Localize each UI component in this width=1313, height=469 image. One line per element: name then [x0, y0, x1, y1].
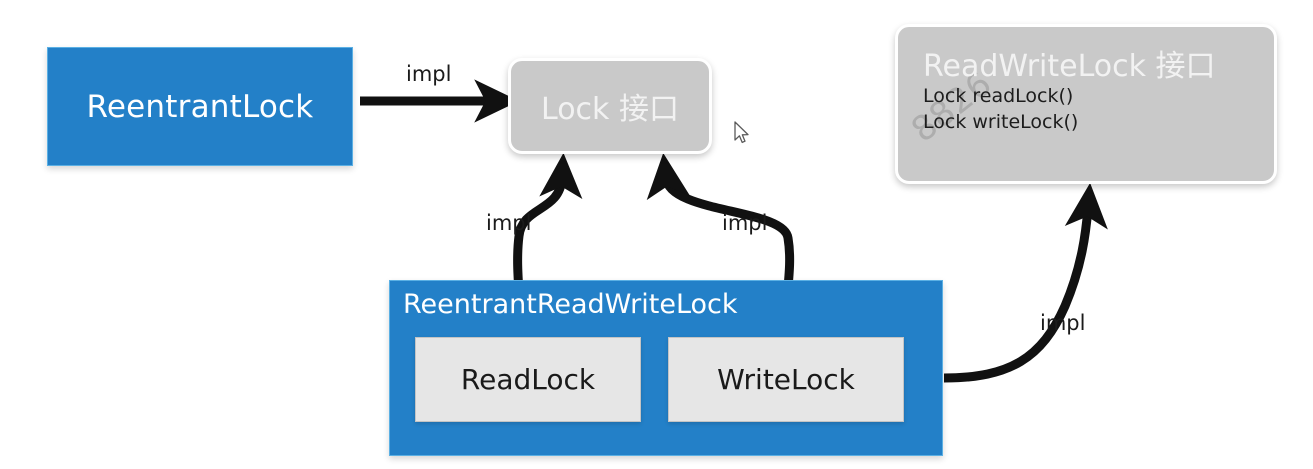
edge-rrwlock-to-rwlock	[943, 182, 1108, 383]
node-lock-interface[interactable]: Lock 接口	[508, 58, 712, 154]
node-read-lock-label: ReadLock	[460, 363, 596, 396]
mouse-pointer-icon	[734, 121, 749, 144]
node-reentrant-lock[interactable]: ReentrantLock	[47, 47, 353, 166]
method-read-lock: Lock readLock()	[923, 84, 1074, 107]
node-read-write-lock-interface-title: ReadWriteLock 接口	[923, 49, 1216, 84]
edge-label-writelock-to-lock: impl	[722, 211, 768, 235]
node-write-lock[interactable]: WriteLock	[668, 337, 904, 422]
edge-label-readlock-to-lock: impl	[486, 211, 532, 235]
node-lock-interface-label: Lock 接口	[541, 92, 679, 127]
method-write-lock: Lock writeLock()	[923, 110, 1079, 133]
node-reentrant-lock-label: ReentrantLock	[86, 88, 314, 125]
node-reentrant-read-write-lock-title: ReentrantReadWriteLock	[403, 289, 738, 320]
edge-label-reentrantlock-to-lock: impl	[406, 62, 452, 86]
edge-label-rrwlock-to-rwlock: impl	[1040, 311, 1086, 335]
node-read-write-lock-interface[interactable]: 8826 ReadWriteLock 接口 Lock readLock() Lo…	[895, 24, 1277, 184]
node-read-lock[interactable]: ReadLock	[415, 337, 641, 422]
node-write-lock-label: WriteLock	[717, 363, 855, 396]
